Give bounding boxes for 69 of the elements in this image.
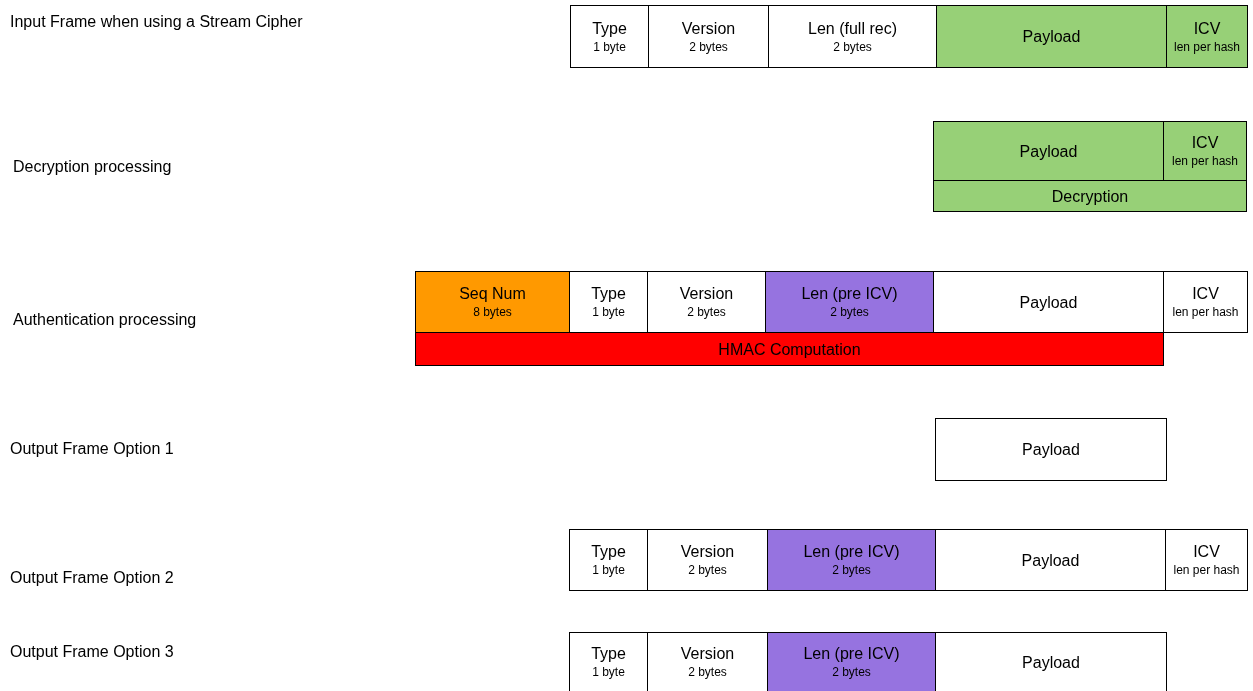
row-label: Output Frame Option 1 — [10, 440, 174, 458]
field-name: Len (pre ICV) — [801, 284, 898, 303]
field-name: Len (pre ICV) — [803, 542, 900, 561]
field-name: Payload — [1022, 652, 1080, 672]
field-size: 2 bytes — [832, 665, 871, 680]
field-cell — [765, 271, 934, 333]
field-cell — [767, 632, 936, 691]
field-name: Len (full rec) — [808, 18, 897, 38]
field-size: len per hash — [1172, 305, 1239, 320]
field-name: Len (pre ICV) — [803, 644, 900, 663]
field-name: Version — [680, 542, 735, 561]
field-cell — [647, 529, 768, 591]
field-cell — [569, 632, 648, 691]
field-name: Payload — [1022, 440, 1080, 459]
payload-cell — [415, 332, 1164, 366]
row-label: Output Frame Option 3 — [10, 643, 174, 661]
field-size: 2 bytes — [687, 305, 726, 320]
field-name: ICV — [1192, 284, 1219, 303]
field-cell — [648, 5, 769, 68]
field-name: Type — [591, 284, 626, 303]
field-name: ICV — [1191, 133, 1219, 152]
field-name: Version — [679, 284, 734, 303]
field-cell — [569, 529, 648, 591]
field-name: Decryption — [1051, 186, 1129, 206]
field-size: 1 byte — [592, 563, 625, 578]
field-name: Version — [680, 644, 735, 663]
row-label: Output Frame Option 2 — [10, 569, 174, 587]
field-size: len per hash — [1173, 563, 1240, 578]
payload-cell — [933, 180, 1247, 212]
field-name: Payload — [1019, 141, 1078, 161]
field-size: 2 bytes — [688, 563, 727, 578]
field-size: len per hash — [1171, 154, 1238, 169]
row-label: Decryption processing — [13, 158, 172, 176]
field-name: Seq Num — [459, 284, 526, 303]
field-cell — [415, 271, 570, 333]
field-cell — [570, 5, 649, 68]
field-name: Version — [681, 18, 736, 38]
field-size: 2 bytes — [833, 39, 872, 55]
field-size: 2 bytes — [830, 305, 869, 320]
payload-cell — [935, 529, 1166, 591]
field-name: Type — [591, 542, 626, 561]
field-name: Payload — [1022, 27, 1081, 46]
row-label: Authentication processing — [13, 311, 197, 329]
field-cell — [768, 5, 937, 68]
payload-cell — [936, 5, 1167, 68]
field-name: ICV — [1193, 542, 1220, 561]
field-name: Type — [591, 644, 626, 663]
field-name: Type — [592, 18, 627, 38]
field-name: ICV — [1193, 18, 1221, 38]
field-size: 2 bytes — [688, 665, 727, 680]
field-size: 2 bytes — [689, 39, 728, 55]
payload-cell — [935, 632, 1167, 691]
payload-cell — [935, 418, 1167, 481]
field-size: 2 bytes — [832, 563, 871, 578]
row-label: Input Frame when using a Stream Cipher — [10, 13, 303, 31]
field-cell — [1165, 529, 1248, 591]
payload-cell — [933, 121, 1164, 181]
field-name: HMAC Computation — [718, 339, 861, 359]
field-cell — [1163, 121, 1247, 181]
field-size: len per hash — [1173, 39, 1240, 55]
field-size: 8 bytes — [473, 305, 512, 320]
field-cell — [767, 529, 936, 591]
field-cell — [1163, 271, 1248, 333]
field-size: 1 byte — [592, 305, 625, 320]
field-name: Payload — [1019, 292, 1078, 312]
field-cell — [1166, 5, 1248, 68]
field-size: 1 byte — [593, 39, 626, 55]
field-size: 1 byte — [592, 665, 625, 680]
field-name: Payload — [1021, 550, 1080, 570]
